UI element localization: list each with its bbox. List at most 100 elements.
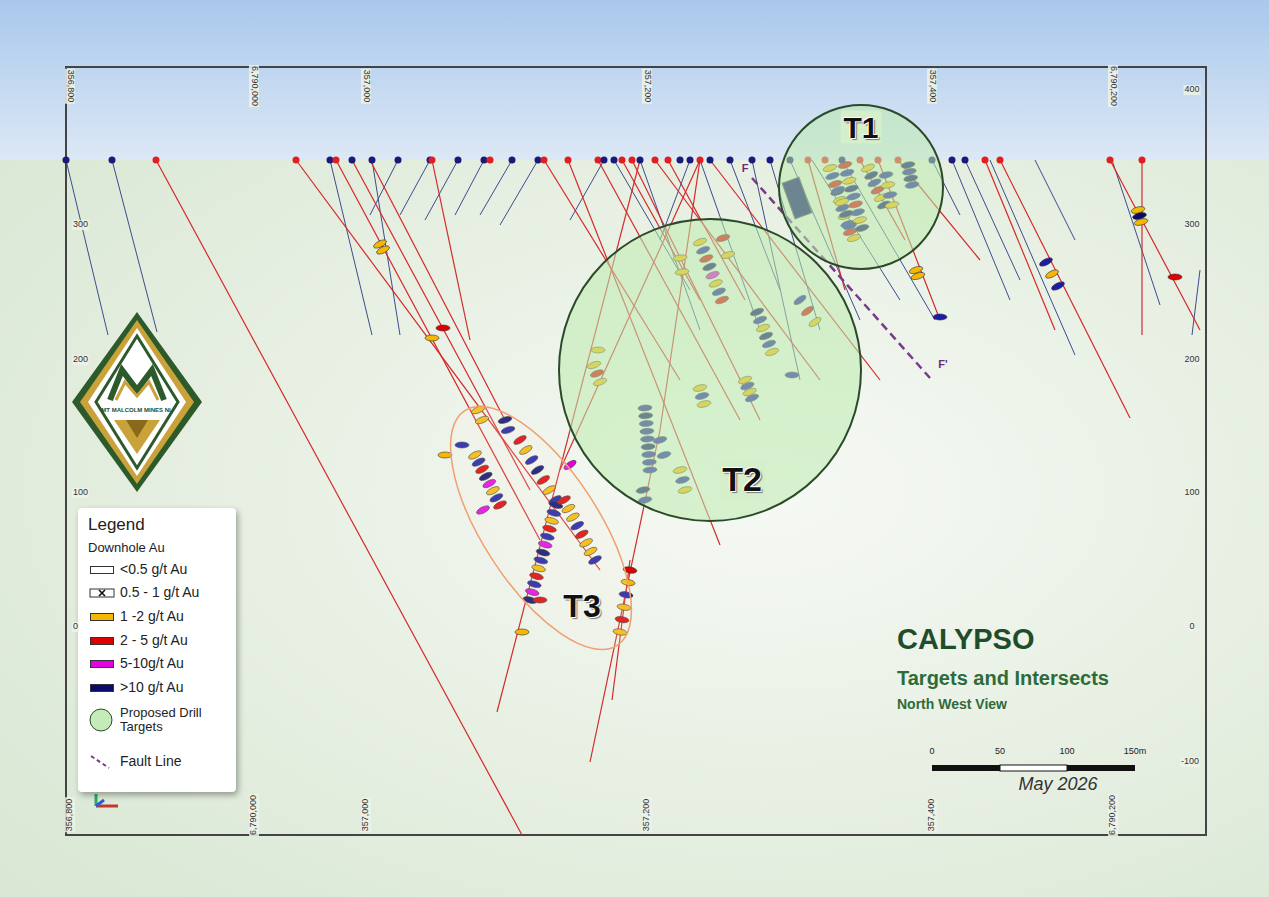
ground [0, 160, 1269, 897]
collar [333, 157, 340, 164]
axis-label: 357,400 [927, 69, 937, 104]
drill-hole [66, 160, 108, 335]
intersects [372, 160, 1182, 636]
collar [369, 157, 376, 164]
collar [697, 157, 704, 164]
legend-text: Fault Line [120, 754, 181, 769]
axis-label: 357,000 [361, 69, 371, 104]
axis-label: 357,200 [642, 798, 652, 833]
axis-label: 0 [72, 622, 79, 632]
legend-heading: Downhole Au [88, 541, 165, 555]
collar [541, 157, 548, 164]
collar [665, 157, 672, 164]
fault-label: F' [937, 358, 948, 370]
collar [727, 157, 734, 164]
legend-sample [90, 709, 112, 731]
collar [601, 157, 608, 164]
collar [509, 157, 516, 164]
axis-label: 0 [1188, 622, 1195, 632]
intersect-disc [1038, 256, 1053, 268]
drill-hole [400, 160, 430, 215]
intersect-disc [425, 335, 439, 341]
collar [707, 157, 714, 164]
collar [687, 157, 694, 164]
collar [109, 157, 116, 164]
collar [637, 157, 644, 164]
collar [327, 157, 334, 164]
node-outline [72, 312, 202, 492]
intersect-disc [1133, 217, 1148, 226]
logo-text: MT MALCOLM MINES NL [101, 407, 172, 414]
scale-label: 100 [1059, 747, 1074, 757]
collar [455, 157, 462, 164]
drill-hole [112, 160, 157, 332]
collars [63, 157, 1146, 164]
node-outline [558, 218, 862, 522]
sky [0, 0, 1269, 160]
legend-sample [99, 590, 105, 596]
collar [652, 157, 659, 164]
drill-hole [1112, 160, 1160, 305]
legend-swatch [90, 637, 114, 645]
drill-hole [370, 160, 505, 420]
intersect-disc [1168, 274, 1182, 280]
axis-label: 6,790,000 [249, 65, 259, 107]
collar [997, 157, 1004, 164]
target-label: T1 [840, 111, 881, 144]
frame [66, 67, 1206, 835]
logo-shape [96, 336, 178, 468]
collar [982, 157, 989, 164]
axis-icon [96, 800, 104, 806]
logo-shape [114, 420, 160, 454]
axis-label: 100 [1183, 488, 1200, 498]
scale-label: 0 [929, 747, 934, 757]
legend-sample [87, 747, 117, 777]
legend-text: 5-10g/t Au [120, 656, 184, 671]
intersect-disc [438, 452, 452, 458]
drill-hole [432, 160, 470, 340]
intersect-disc [933, 314, 947, 320]
target-outline [559, 219, 861, 521]
scale-bar [1067, 765, 1135, 771]
legend-swatch [90, 684, 114, 692]
axis-label: -100 [1180, 757, 1200, 767]
collar [962, 157, 969, 164]
date-label: May 2026 [1018, 775, 1097, 795]
target-ellipse: T3 [425, 395, 660, 660]
collar [293, 157, 300, 164]
company-logo: MT MALCOLM MINES NL [72, 312, 202, 492]
scale-bar [1000, 765, 1067, 771]
drill-hole [455, 160, 484, 215]
drill-hole [990, 160, 1075, 355]
target-label: T2 [719, 461, 765, 498]
drill-hole [952, 160, 1010, 300]
target-circle: T1 [778, 104, 944, 270]
logo-shape [88, 328, 186, 476]
legend-sample [91, 756, 109, 768]
logo-shape [110, 370, 164, 400]
axis-label: 200 [72, 355, 89, 365]
intersect-disc [1044, 268, 1059, 280]
collar [629, 157, 636, 164]
collar [611, 157, 618, 164]
collar [63, 157, 70, 164]
node-outline [425, 395, 660, 660]
collar [1139, 157, 1146, 164]
collar [1107, 157, 1114, 164]
collar [535, 157, 542, 164]
logo-shape [72, 312, 202, 492]
intersect-disc [515, 629, 529, 635]
scale-label: 150m [1124, 747, 1147, 757]
diagram-title: CALYPSO [897, 624, 1035, 656]
logo-shape [126, 420, 148, 438]
axis-label: 6,790,200 [1108, 794, 1118, 836]
collar [949, 157, 956, 164]
legend-text: 2 - 5 g/t Au [120, 633, 188, 648]
drill-hole [372, 160, 400, 335]
scale-label: 50 [995, 747, 1005, 757]
collar [767, 157, 774, 164]
legend-swatch [90, 660, 114, 668]
collar [749, 157, 756, 164]
drill-hole [1000, 160, 1130, 418]
legend-sample [87, 578, 117, 608]
